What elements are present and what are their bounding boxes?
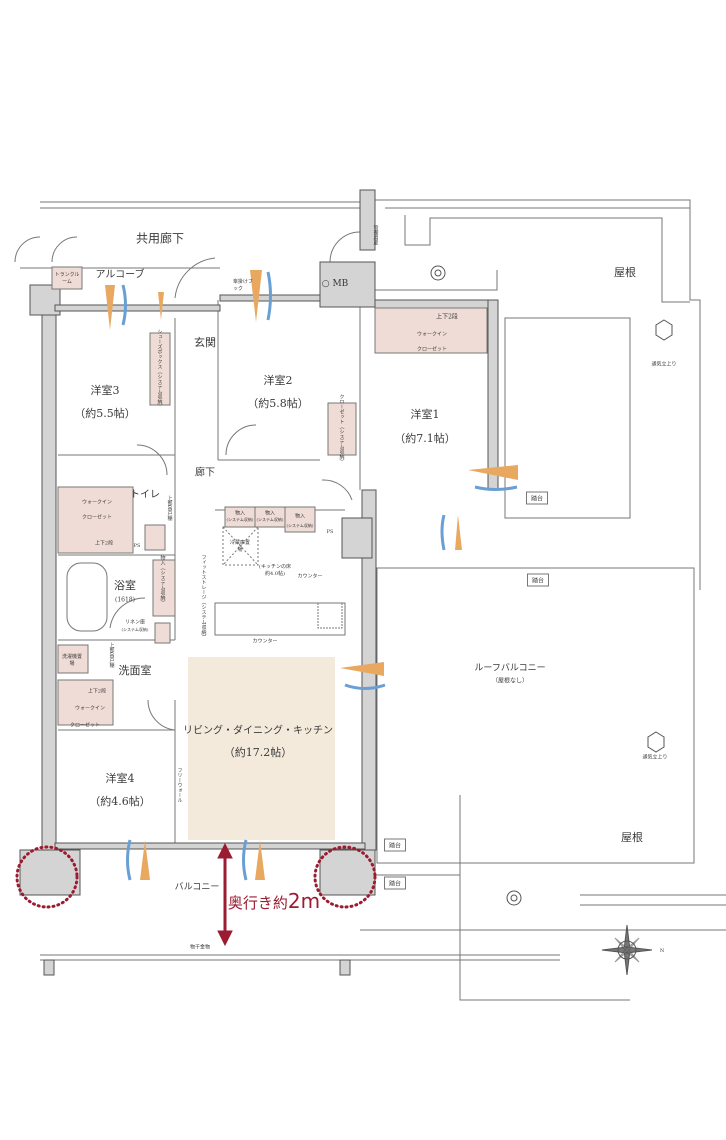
compass-north-label: N	[659, 948, 665, 954]
step-box-1: 踏台	[525, 491, 549, 505]
mgmt-door-label: 管理用扉	[372, 225, 379, 245]
step-box-4: 踏台	[383, 876, 407, 890]
depth-value: 2m	[287, 889, 321, 913]
hallway-label: 廊下	[195, 467, 215, 479]
kitchen-storage-3-a: 物入	[294, 513, 306, 520]
hall-storage-label: 物入（システム収納）	[159, 555, 166, 605]
ldk-size: （約17.2帖）	[223, 746, 293, 759]
room1-size: （約7.1帖）	[394, 432, 456, 445]
room2-name: 洋室2	[263, 374, 293, 387]
alcove-label: アルコーブ	[95, 269, 145, 281]
compass-icon	[601, 924, 653, 976]
toilet-cabinet-label: 上部吊戸棚	[166, 495, 173, 521]
room4-size: （約4.6帖）	[89, 795, 151, 808]
kitchen-storage-1-a: 物入	[234, 510, 246, 517]
step-box-3: 踏台	[383, 838, 407, 852]
ldk-area	[188, 657, 335, 840]
room1-name: 洋室1	[410, 408, 440, 421]
counter-label-1: カウンター	[297, 573, 323, 580]
ps-label-kitchen: PS	[326, 529, 334, 535]
kitchen-storage-2-b: (システム収納)	[256, 517, 284, 522]
roof-label-2: 屋根	[621, 831, 643, 844]
fridge-label: 冷蔵庫置場	[230, 540, 251, 553]
linen-label: リネン庫	[124, 619, 146, 626]
step-box-2: 踏台	[526, 573, 550, 587]
umbrella-hook-label: 傘掛けフック	[233, 279, 254, 292]
room3-size: （約5.5帖）	[74, 407, 136, 420]
wic4-tier: 上下2段	[87, 688, 107, 695]
room3-name: 洋室3	[90, 384, 120, 397]
wic3-b: クローゼット	[81, 514, 113, 521]
wic1-tier: 上下2段	[436, 313, 458, 321]
highlight-circle-left	[15, 845, 79, 909]
vent-label-1: 通気立上り	[651, 361, 677, 368]
wic4-a: ウォークイン	[74, 705, 106, 712]
kitchen-floor-label: (キッチンの床 約4.0帖)	[259, 564, 291, 577]
wic3-tier: 上下2段	[94, 540, 114, 547]
depth-arrow	[217, 842, 233, 947]
counter-label-2: カウンター	[252, 638, 278, 645]
wic1-b: クローゼット	[416, 346, 448, 353]
vent-label-2: 通気立上り	[642, 754, 668, 761]
ps-label-toilet: PS	[133, 543, 141, 549]
room4-name: 洋室4	[105, 772, 135, 785]
kitchen-storage-2-a: 物入	[264, 510, 276, 517]
balcony-label: バルコニー	[174, 882, 220, 893]
depth-annotation: 奥行き約2m	[228, 889, 320, 913]
bath-label: 浴室	[114, 579, 136, 592]
wash-cabinet-label: 上部吊戸棚	[108, 642, 115, 668]
kitchen-storage-3-b: (システム収納)	[286, 523, 314, 528]
laundry-hardware-label: 物干金物	[189, 944, 211, 951]
washer-label: 洗濯機置場	[61, 654, 82, 667]
trunk-room-label: トランクルーム	[54, 272, 80, 285]
mb-label: ○ MB	[321, 279, 349, 289]
room2-size: （約5.8帖）	[247, 397, 309, 410]
roof-label-1: 屋根	[614, 266, 636, 279]
free-wall-label: フリーウォール	[176, 767, 183, 803]
toilet-label: トイレ	[130, 489, 160, 501]
entrance-label: 玄関	[194, 336, 216, 349]
linen-sub-label: (システム収納)	[121, 627, 149, 632]
roof-balcony-name: ルーフバルコニー	[474, 663, 546, 674]
kitchen-storage-1-b: (システム収納)	[226, 517, 254, 522]
fit-storage-label: フィットストレージ（システム収納）	[200, 554, 207, 640]
wic1-a: ウォークイン	[416, 331, 448, 338]
common-corridor-label: 共用廊下	[135, 231, 185, 246]
shoe-box-label: シューズボックス（システム収納）	[156, 329, 163, 409]
closet2-label: クローゼット（システム収納）	[338, 394, 345, 464]
roof-balcony-note: （屋根なし）	[491, 677, 529, 685]
depth-label: 奥行き約	[227, 894, 288, 912]
wic3-a: ウォークイン	[81, 499, 113, 506]
wic4-b: クローゼット	[69, 722, 101, 729]
highlight-circle-right	[313, 845, 377, 909]
bath-size: (1618)	[115, 596, 135, 604]
washroom-label: 洗面室	[118, 664, 152, 677]
ldk-name: リビング・ダイニング・キッチン	[183, 725, 333, 737]
